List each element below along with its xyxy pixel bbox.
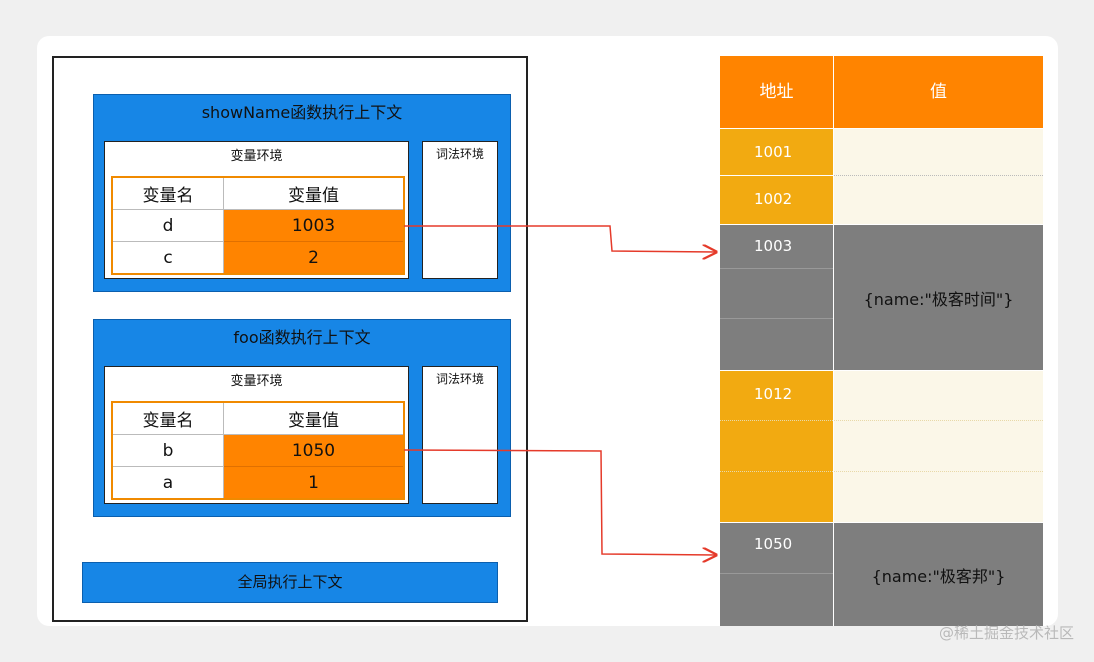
row-divider [720, 318, 833, 319]
context-title: showName函数执行上下文 [201, 103, 403, 122]
heap-address: 1050 [720, 523, 833, 626]
variable-name: a [111, 466, 224, 500]
global-execution-context: 全局执行上下文 [82, 562, 498, 603]
table-row: a 1 [111, 466, 405, 500]
context-title: foo函数执行上下文 [233, 328, 371, 347]
heap-object: {name:"极客邦"} [834, 523, 1043, 626]
foo-execution-context: foo函数执行上下文 变量环境 变量名 变量值 b 1050 a 1 词法环境 [93, 319, 511, 517]
row-divider [720, 471, 1043, 472]
variable-value: 2 [223, 241, 405, 275]
variable-value: 1003 [223, 209, 405, 242]
row-divider [834, 175, 1043, 176]
row-divider [720, 573, 833, 574]
variable-environment-title: 变量环境 [230, 149, 283, 164]
table-row: b 1050 [111, 434, 405, 467]
row-divider [720, 268, 833, 269]
heap-header-address: 地址 [720, 56, 833, 128]
heap-header-value: 值 [834, 56, 1043, 128]
variable-name: b [111, 434, 224, 467]
lexical-environment: 词法环境 [422, 366, 498, 504]
lexical-environment-title: 词法环境 [435, 147, 484, 161]
variable-value: 1 [223, 466, 405, 500]
heap-value-empty [834, 371, 1043, 522]
variable-name: d [111, 209, 224, 242]
row-divider [720, 420, 1043, 421]
column-header-value: 变量值 [223, 401, 405, 435]
showname-execution-context: showName函数执行上下文 变量环境 变量名 变量值 d 1003 c 2 … [93, 94, 511, 292]
heap-object: {name:"极客时间"} [834, 225, 1043, 370]
column-header-name: 变量名 [111, 401, 224, 435]
heap-address: 1001 [720, 129, 833, 175]
variable-environment: 变量环境 变量名 变量值 d 1003 c 2 [104, 141, 409, 279]
heap-address: 1003 [720, 225, 833, 370]
pointer-arrow-1003 [404, 225, 716, 252]
variable-environment-title: 变量环境 [230, 374, 283, 389]
watermark: @稀土掘金技术社区 [938, 624, 1074, 642]
table-row: c 2 [111, 241, 405, 275]
heap-address: 1012 [720, 371, 833, 522]
variable-name: c [111, 241, 224, 275]
table-row: d 1003 [111, 209, 405, 242]
lexical-environment: 词法环境 [422, 141, 498, 279]
heap-value-empty [834, 129, 1043, 224]
variable-table: 变量名 变量值 d 1003 c 2 [111, 176, 405, 275]
variable-environment: 变量环境 变量名 变量值 b 1050 a 1 [104, 366, 409, 504]
variable-table: 变量名 变量值 b 1050 a 1 [111, 401, 405, 500]
lexical-environment-title: 词法环境 [435, 372, 484, 386]
variable-value: 1050 [223, 434, 405, 467]
pointer-arrow-1050 [403, 449, 716, 555]
heap-address: 1002 [720, 176, 833, 224]
